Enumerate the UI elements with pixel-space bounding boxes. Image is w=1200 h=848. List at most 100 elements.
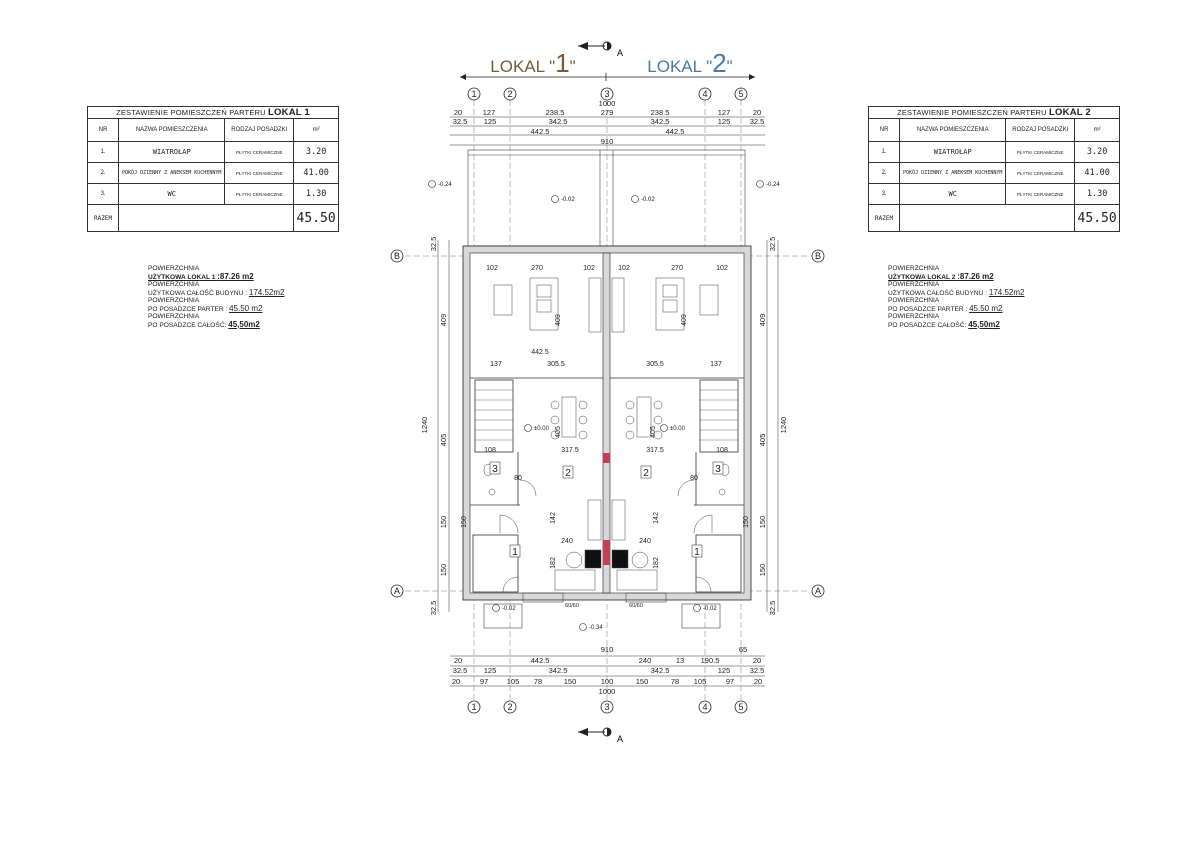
svg-text:305.5: 305.5 [547,361,565,368]
furniture [483,277,730,591]
floor-levels: ±0.00 ±0.00 [524,424,686,432]
svg-text:279: 279 [601,108,614,117]
area-caption: POWIERZCHNIA [148,313,200,320]
svg-text:405: 405 [555,426,562,438]
room-3-lokal-1: 3 [489,461,501,475]
axis-markers: 1 2 3 4 5 1 2 3 4 5 B B A A [390,87,825,714]
total-label: RAZEM [867,204,901,232]
total-area: 45.50 [293,204,339,232]
svg-text:2: 2 [507,702,512,712]
svg-text:150: 150 [743,516,750,528]
svg-text:20: 20 [753,656,761,665]
svg-text:32.5: 32.5 [429,237,438,252]
table-row: 1. WIATROŁAP PŁYTKI CERAMICZNE 3.20 [86,141,339,163]
svg-text:409: 409 [758,314,767,327]
svg-text:1: 1 [694,547,700,558]
axis-4-marker: 4 [698,87,712,101]
table-row: 1. WIATROŁAP PŁYTKI CERAMICZNE 3.20 [867,141,1120,163]
svg-text:20: 20 [454,108,462,117]
section-mark-label: A [617,48,623,58]
axis-2-marker: 2 [503,87,517,101]
svg-text:32.5: 32.5 [453,117,468,126]
svg-text:1: 1 [512,547,518,558]
svg-text:342.5: 342.5 [549,666,568,675]
svg-text:1240: 1240 [779,417,788,434]
svg-text:-0.02: -0.02 [502,606,516,612]
axis-5-marker-bottom: 5 [734,700,748,714]
svg-text:190.5: 190.5 [701,656,720,665]
entry-levels: -0.02 -0.02 -0.34 [492,604,717,631]
svg-text:32.5: 32.5 [453,666,468,675]
svg-text:409: 409 [555,314,562,326]
axis-4-marker-bottom: 4 [698,700,712,714]
svg-text:910: 910 [601,137,614,146]
axis-a-marker-left: A [390,584,404,598]
section-mark-label: A [617,734,623,744]
svg-text:150: 150 [636,677,649,686]
area-caption: POWIERZCHNIA [148,265,200,272]
svg-text:409: 409 [681,314,688,326]
svg-text:150: 150 [758,564,767,577]
area-line: PO POSADZCE CAŁOŚĆ: 45,50m2 [888,319,1000,329]
svg-text:240: 240 [639,656,652,665]
svg-text:125: 125 [484,666,497,675]
svg-text:80: 80 [690,475,698,482]
area-caption: POWIERZCHNIA [148,297,200,304]
svg-text:5: 5 [738,89,743,99]
top-dimensions: 20 127 238.5 279 238.5 127 20 32.5 125 3… [453,99,765,146]
svg-text:405: 405 [650,426,657,438]
svg-text:97: 97 [726,677,734,686]
svg-text:102: 102 [583,265,595,272]
svg-text:-0.02: -0.02 [561,197,575,203]
room-2-lokal-1: 2 [562,465,574,479]
svg-text:3: 3 [715,464,721,475]
svg-text:405: 405 [439,434,448,447]
row-floor: PŁYTKI CERAMICZNE [224,141,295,163]
svg-text:5: 5 [738,702,743,712]
axis-1-marker-bottom: 1 [467,700,481,714]
svg-text:13: 13 [676,656,684,665]
svg-text:150: 150 [564,677,577,686]
axis-b-marker-right: B [811,249,825,263]
svg-text:20: 20 [452,677,460,686]
area-caption: POWIERZCHNIA [148,281,200,288]
svg-text:32.5: 32.5 [750,666,765,675]
terrace [467,149,746,247]
svg-text:240: 240 [639,538,651,545]
svg-text:3: 3 [604,702,609,712]
svg-text:65: 65 [739,645,747,654]
area-summary-lokal-2: POWIERZCHNIA UŻYTKOWA LOKAL 2 :87.26 m2 … [888,265,1024,329]
svg-text:20: 20 [754,677,762,686]
doors [499,479,713,593]
svg-text:150: 150 [439,564,448,577]
lokal-1-title: LOKAL "1" [490,48,575,78]
svg-text:125: 125 [718,666,731,675]
area-caption: POWIERZCHNIA [888,297,940,304]
svg-text:240: 240 [561,538,573,545]
svg-text:1: 1 [471,89,476,99]
svg-text:409: 409 [439,314,448,327]
svg-text:-0.24: -0.24 [766,182,780,188]
svg-text:3: 3 [492,464,498,475]
svg-text:442.5: 442.5 [531,127,550,136]
section-mark-top: A [578,41,623,58]
svg-text:32.5: 32.5 [768,237,777,252]
svg-text:102: 102 [618,265,630,272]
axis-a-marker-right: A [811,584,825,598]
room-3-lokal-2: 3 [712,461,724,475]
svg-text:108: 108 [484,447,496,454]
room-2-lokal-2: 2 [640,465,652,479]
axis-3-marker-bottom: 3 [600,700,614,714]
room-schedule-lokal-1: ZESTAWIENIE POMIESZCZEŃ PARTERU LOKAL 1 … [86,106,339,232]
room-numbers: 1 2 3 1 2 3 [489,461,724,558]
area-caption: POWIERZCHNIA [888,265,940,272]
area-line: UŻYTKOWA LOKAL 1 :87.26 m2 [148,271,254,281]
room-schedule-lokal-2: ZESTAWIENIE POMIESZCZEŃ PARTERU LOKAL 2 … [867,106,1120,232]
total-label: RAZEM [86,204,120,232]
svg-text:3: 3 [604,89,609,99]
svg-text:100: 100 [601,677,614,686]
svg-text:80: 80 [514,475,522,482]
terrace-levels: -0.02 -0.02 -0.24 -0.24 [428,180,780,203]
section-mark-bottom: A [578,727,623,744]
header-floor: RODZAJ POSADZKI [1005,118,1076,142]
